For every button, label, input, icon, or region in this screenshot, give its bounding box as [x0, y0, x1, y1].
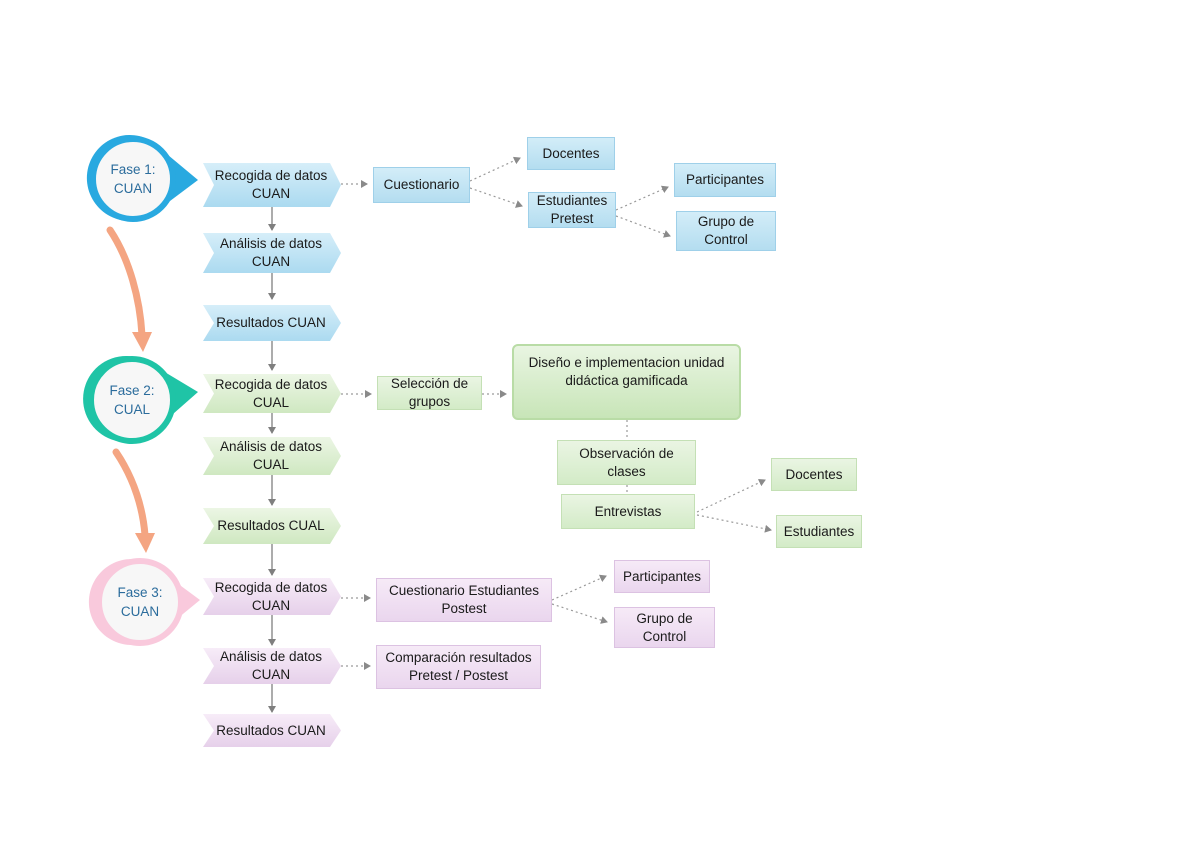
- phase1-estudiantes-pretest: Estudiantes Pretest: [528, 192, 616, 228]
- phase3-resultados: Resultados CUAN: [203, 714, 341, 747]
- phase2-estudiantes: Estudiantes: [776, 515, 862, 548]
- phase1-grupo-control: Grupo de Control: [676, 211, 776, 251]
- phase-transition-arrow-1: [106, 226, 146, 339]
- phase-3-circle: Fase 3: CUAN: [96, 558, 184, 646]
- phase-2-circle: Fase 2: CUAL: [88, 356, 176, 444]
- phase-1-label: Fase 1:: [110, 162, 156, 177]
- phase-2-sub: CUAL: [113, 402, 150, 417]
- phase1-analisis: Análisis de datos CUAN: [203, 233, 341, 273]
- phase3-comparacion: Comparación resultados Pretest / Postest: [376, 645, 541, 689]
- phase2-observacion: Observación de clases: [557, 440, 696, 485]
- phase3-recogida: Recogida de datos CUAN: [203, 578, 341, 615]
- phase3-grupo-control: Grupo de Control: [614, 607, 715, 648]
- phase1-recogida: Recogida de datos CUAN: [203, 163, 341, 207]
- phase-1-sub: CUAN: [113, 181, 153, 196]
- phase-transition-arrow-1-head: [132, 332, 152, 352]
- phase2-docentes: Docentes: [771, 458, 857, 491]
- phase3-cuestionario-postest: Cuestionario Estudiantes Postest: [376, 578, 552, 622]
- phase-transition-arrow-2: [112, 448, 149, 539]
- phase2-resultados: Resultados CUAL: [203, 508, 341, 544]
- phase-1-circle: Fase 1: CUAN: [90, 136, 176, 222]
- phase3-participantes: Participantes: [614, 560, 710, 593]
- phase1-participantes: Participantes: [674, 163, 776, 197]
- phase2-diseno: Diseño e implementacion unidad didáctica…: [512, 344, 741, 420]
- phase2-analisis: Análisis de datos CUAL: [203, 437, 341, 475]
- phase2-seleccion: Selección de grupos: [377, 376, 482, 410]
- phase-3-sub: CUAN: [120, 604, 160, 619]
- phase2-entrevistas: Entrevistas: [561, 494, 695, 529]
- phase1-resultados: Resultados CUAN: [203, 305, 341, 341]
- phase-2-label: Fase 2:: [109, 383, 155, 398]
- phase3-analisis: Análisis de datos CUAN: [203, 648, 341, 684]
- phase1-cuestionario: Cuestionario: [373, 167, 470, 203]
- phase2-recogida: Recogida de datos CUAL: [203, 374, 341, 413]
- phase1-docentes: Docentes: [527, 137, 615, 170]
- phase-3-label: Fase 3:: [117, 585, 163, 600]
- dotted-connectors: [341, 156, 772, 670]
- phase-transition-arrow-2-head: [135, 533, 155, 553]
